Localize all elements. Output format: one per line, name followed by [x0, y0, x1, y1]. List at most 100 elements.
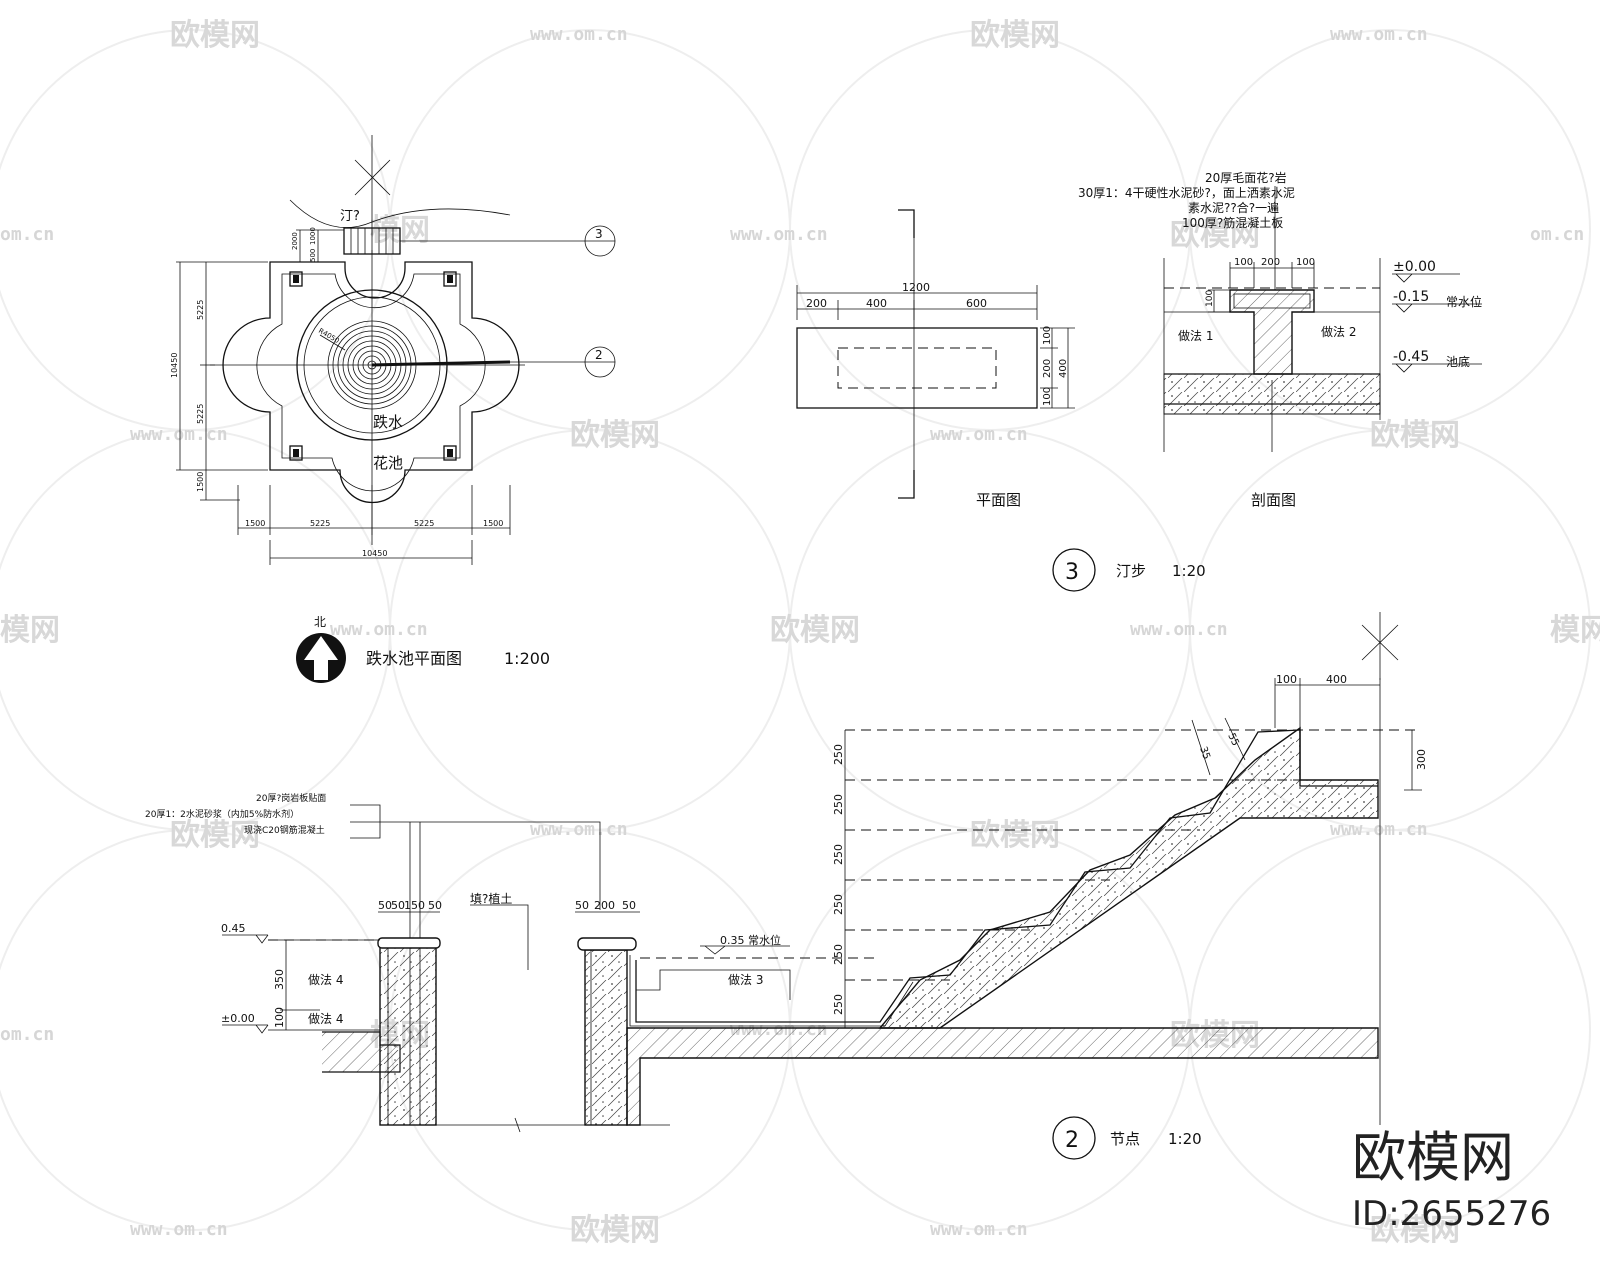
level-note-water: 常水位 [1446, 294, 1482, 309]
watermark-url: www.om.cn [330, 619, 428, 640]
north-marker-top [354, 135, 391, 235]
watermark-url: www.om.cn [130, 1219, 228, 1240]
stone-plan-rect [796, 327, 1038, 409]
node-dim-35: 35 [1197, 745, 1212, 761]
riser-dim-4: 250 [832, 894, 845, 915]
watermark-url: www.om.cn [130, 424, 228, 445]
soil-label: 填?植土 [470, 891, 512, 906]
watermark-url-short: om.cn [0, 1024, 54, 1045]
watermark-url: www.om.cn [730, 224, 828, 245]
watermark-url-short: om.cn [1530, 224, 1584, 245]
watermark-brand: 欧模网 [1370, 418, 1460, 453]
dim-left-2: 5225 [196, 404, 205, 424]
detail-2-circle [1052, 1116, 1096, 1160]
north-label: 北 [314, 615, 326, 629]
stone-plan-dims-right [1040, 327, 1075, 409]
stone-plan-hidden [837, 347, 997, 389]
detail-3-circle [1052, 548, 1096, 592]
watermark-brand-partial: 模网 [0, 613, 60, 648]
stone-plan-dim-r3: 100 [1042, 387, 1053, 406]
riser-dim-1: 250 [832, 744, 845, 765]
radius-label: R4050 [317, 327, 341, 345]
stair-ramp-mass [878, 726, 1379, 1029]
stone-method-1: 做法 1 [1178, 328, 1213, 343]
stepping-stone-detail: 1200 200 400 600 100 200 100 400 平面图 20厚… [796, 170, 1482, 592]
radius-leader [319, 334, 346, 351]
riser-dim-6: 250 [832, 994, 845, 1015]
dim-top-left-3: 1000 [309, 227, 317, 245]
stone-note-1: 20厚毛面花?岩 [1205, 170, 1287, 185]
callout-number-3: 3 [595, 227, 603, 241]
detail-3-number: 3 [1065, 560, 1079, 585]
pool-inner-outline [256, 273, 486, 492]
label-cascade: 跌水 [373, 413, 403, 431]
stone-section [1163, 258, 1381, 452]
riser-dim-2: 250 [832, 794, 845, 815]
north-marker-node [1361, 612, 1399, 680]
dim-top-left-1: 2000 [291, 232, 299, 250]
stone-sec-dim-3: 100 [1296, 257, 1315, 268]
watermark-brand: 欧模网 [170, 18, 260, 53]
node-note-1: 20厚?岗岩板贴面 [256, 792, 326, 804]
label-planter: 花池 [373, 454, 403, 472]
dim-bottom-total: 10450 [362, 549, 387, 558]
pool-floor-slab [626, 1027, 1379, 1126]
dim-top-left-2: 500 [309, 249, 317, 262]
stone-method-2: 做法 2 [1321, 324, 1356, 339]
brand-logo-text: 欧模网 [1352, 1126, 1514, 1189]
stone-plan-dim-total: 1200 [902, 281, 930, 294]
stone-plan-dim-r2: 200 [1042, 359, 1053, 378]
stone-note-3: 素水泥??合?一遍 [1188, 200, 1279, 215]
watermark-url: www.om.cn [530, 24, 628, 45]
watermark-brand: 欧模网 [570, 418, 660, 453]
node-top-dim-1: 100 [1276, 673, 1297, 686]
dim-bottom-3: 5225 [414, 519, 434, 528]
node-dim-55: 55 [1225, 732, 1240, 748]
section-line-thick [371, 360, 511, 367]
riser-dim-lines [844, 729, 1420, 1028]
node-level-045: 0.45 [221, 922, 246, 935]
level-markers [1392, 273, 1482, 373]
label-stepping: 汀? [340, 209, 360, 224]
watermark-brand: 欧模网 [770, 613, 860, 648]
plan-scale: 1:200 [504, 649, 550, 668]
left-wall-coping [377, 937, 441, 949]
wall-right-dim-2: 200 [594, 899, 615, 912]
node-top-dim-2: 400 [1326, 673, 1347, 686]
watermark-brand: 欧模网 [970, 18, 1060, 53]
dim-left-total: 10450 [170, 353, 179, 378]
riser-dim-3: 250 [832, 844, 845, 865]
level-015: -0.15 [1393, 289, 1429, 305]
stone-sec-dim-1: 100 [1234, 257, 1253, 268]
watermark-url: www.om.cn [1330, 24, 1428, 45]
pool-outer-outline [222, 261, 520, 504]
wall-left-dim-1: 50 [378, 899, 392, 912]
watermark-url: www.om.cn [930, 424, 1028, 445]
watermark-brand: 欧模网 [1170, 218, 1260, 253]
wall-left-dim-4: 50 [428, 899, 442, 912]
watermark-url: www.om.cn [1330, 819, 1428, 840]
corner-pillars [289, 271, 457, 461]
level-045: -0.45 [1393, 349, 1429, 365]
node-level-000: ±0.00 [221, 1012, 255, 1025]
stair-finish-outline [635, 729, 1378, 1023]
node-note-2: 20厚1：2水泥砂浆（内加5%防水剂） [145, 808, 299, 820]
wall-right-dim-1: 50 [575, 899, 589, 912]
node-section-detail: 20厚?岗岩板贴面 20厚1：2水泥砂浆（内加5%防水剂） 现浇C20钢筋混凝土… [145, 612, 1428, 1160]
node-dim-350: 350 [273, 969, 286, 990]
fountain-plan-view: 汀? R4050 [170, 135, 616, 683]
plan-title: 跌水池平面图 [366, 649, 462, 668]
left-base-slab [322, 1031, 401, 1073]
left-wall [379, 944, 437, 1126]
watermark-brand: 欧模网 [570, 1213, 660, 1248]
watermark-brand: 欧模网 [1370, 1213, 1460, 1248]
watermark-url: www.om.cn [530, 819, 628, 840]
stone-plan-dims-top [796, 285, 1038, 320]
watermark-brand: 欧模网 [970, 818, 1060, 853]
wall-right-dim-3: 50 [622, 899, 636, 912]
node-note-3: 现浇C20钢筋混凝土 [244, 824, 325, 836]
brand-corner: 欧模网 ID:2655276 [1352, 1126, 1551, 1234]
right-wall [584, 949, 628, 1126]
stone-plan-caption: 平面图 [976, 491, 1021, 509]
